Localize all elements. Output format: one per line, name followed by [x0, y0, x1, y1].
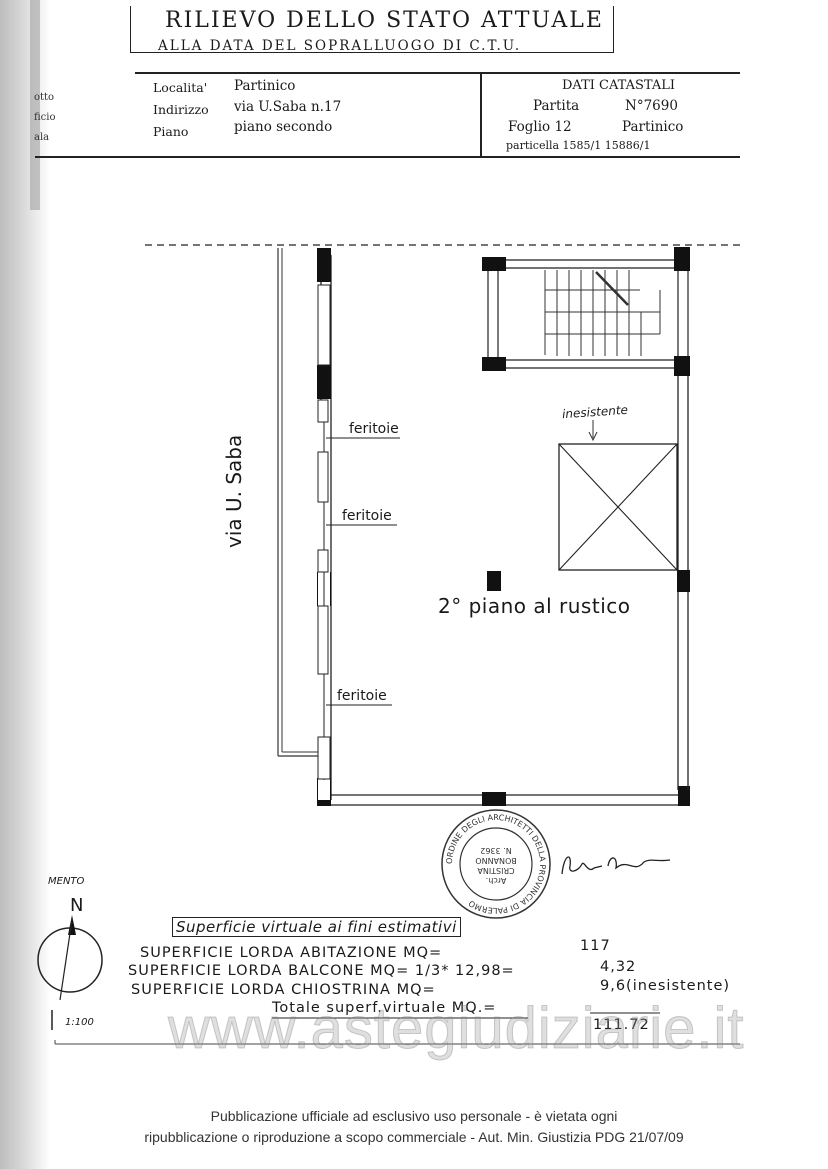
surfaces-header: Superficie virtuale ai fini estimativi	[172, 917, 461, 937]
pillar	[674, 356, 690, 376]
pillar	[482, 257, 506, 271]
scale-label: 1:100	[65, 1017, 94, 1028]
pillar	[482, 792, 506, 806]
header-bottom-rule	[35, 156, 740, 158]
pillar	[317, 248, 331, 282]
feritoie-label: feritoie	[342, 508, 392, 524]
stamp-line: CRISTINA	[477, 866, 515, 875]
floor-label: 2° piano al rustico	[438, 594, 631, 618]
pillar	[317, 365, 331, 399]
stamp-line: N. 3362	[480, 846, 511, 855]
stamp-line: Arch.	[486, 876, 507, 885]
cadastral-header: DATI CATASTALI	[562, 78, 676, 93]
pillar	[678, 786, 690, 806]
watermark: www.astegiudiziarie.it	[167, 996, 745, 1062]
header-top-rule	[135, 72, 740, 74]
window	[317, 451, 329, 503]
foglio-place: Partinico	[622, 119, 684, 135]
document-subtitle: ALLA DATA DEL SOPRALLUOGO DI C.T.U.	[158, 38, 522, 54]
foglio-label: Foglio 12	[508, 119, 572, 135]
pillar	[677, 570, 690, 592]
pillar	[487, 571, 501, 591]
header-divider	[480, 72, 482, 158]
north-label: N	[70, 895, 84, 916]
localita-label: Localita'	[153, 80, 208, 95]
surface-row-value: 117	[580, 938, 611, 954]
page-binding-strip	[30, 0, 40, 210]
window	[317, 399, 329, 423]
margin-fragment: ficio	[34, 112, 56, 123]
feritoie-label: feritoie	[337, 688, 387, 704]
partita-label: Partita	[533, 98, 580, 114]
compass-arrow	[68, 915, 76, 935]
localita-value: Partinico	[234, 78, 296, 94]
indirizzo-label: Indirizzo	[153, 102, 209, 117]
signature	[561, 856, 671, 875]
architect-stamp: ORDINE DEGLI ARCHITETTI DELLA PROVINCIA …	[441, 809, 551, 919]
compass-circle	[37, 927, 103, 993]
street-label: via U. Saba	[222, 434, 246, 548]
stair-treads	[544, 270, 661, 356]
chiostrina-cross	[558, 443, 678, 571]
margin-fragment: otto	[34, 92, 55, 103]
window	[317, 549, 329, 573]
total-label: Totale superf.virtuale MQ.=	[272, 1000, 497, 1016]
surface-row-label: SUPERFICIE LORDA ABITAZIONE MQ=	[140, 945, 443, 961]
surface-row-value: 4,32	[600, 959, 637, 975]
total-value: 111.72	[593, 1017, 650, 1033]
indirizzo-value: via U.Saba n.17	[234, 99, 342, 115]
disclaimer-line: ripubblicazione o riproduzione a scopo c…	[144, 1129, 684, 1145]
margin-fragment: ala	[34, 132, 50, 143]
surface-row-label: SUPERFICIE LORDA CHIOSTRINA MQ=	[131, 982, 436, 998]
orientation-label: MENTO	[48, 876, 85, 887]
particella: particella 1585/1 15886/1	[506, 139, 651, 152]
window	[317, 736, 331, 780]
compass-needle	[59, 919, 73, 1001]
stamp-line: BONANNO	[475, 856, 516, 865]
surface-row-label: SUPERFICIE LORDA BALCONE MQ= 1/3* 12,98=	[128, 963, 515, 979]
feritoie-label: feritoie	[349, 421, 399, 437]
piano-value: piano secondo	[234, 119, 333, 135]
document-title: RILIEVO DELLO STATO ATTUALE	[165, 8, 604, 33]
partita-value: N°7690	[625, 98, 678, 114]
piano-label: Piano	[153, 124, 189, 139]
title-box	[130, 6, 614, 53]
window	[317, 284, 331, 366]
window	[317, 605, 329, 675]
pillar	[674, 247, 690, 271]
surface-row-value: 9,6(inesistente)	[600, 978, 731, 994]
disclaimer-line: Pubblicazione ufficiale ad esclusivo uso…	[210, 1108, 618, 1124]
chiostrina-box	[558, 443, 678, 571]
pillar	[482, 357, 506, 371]
